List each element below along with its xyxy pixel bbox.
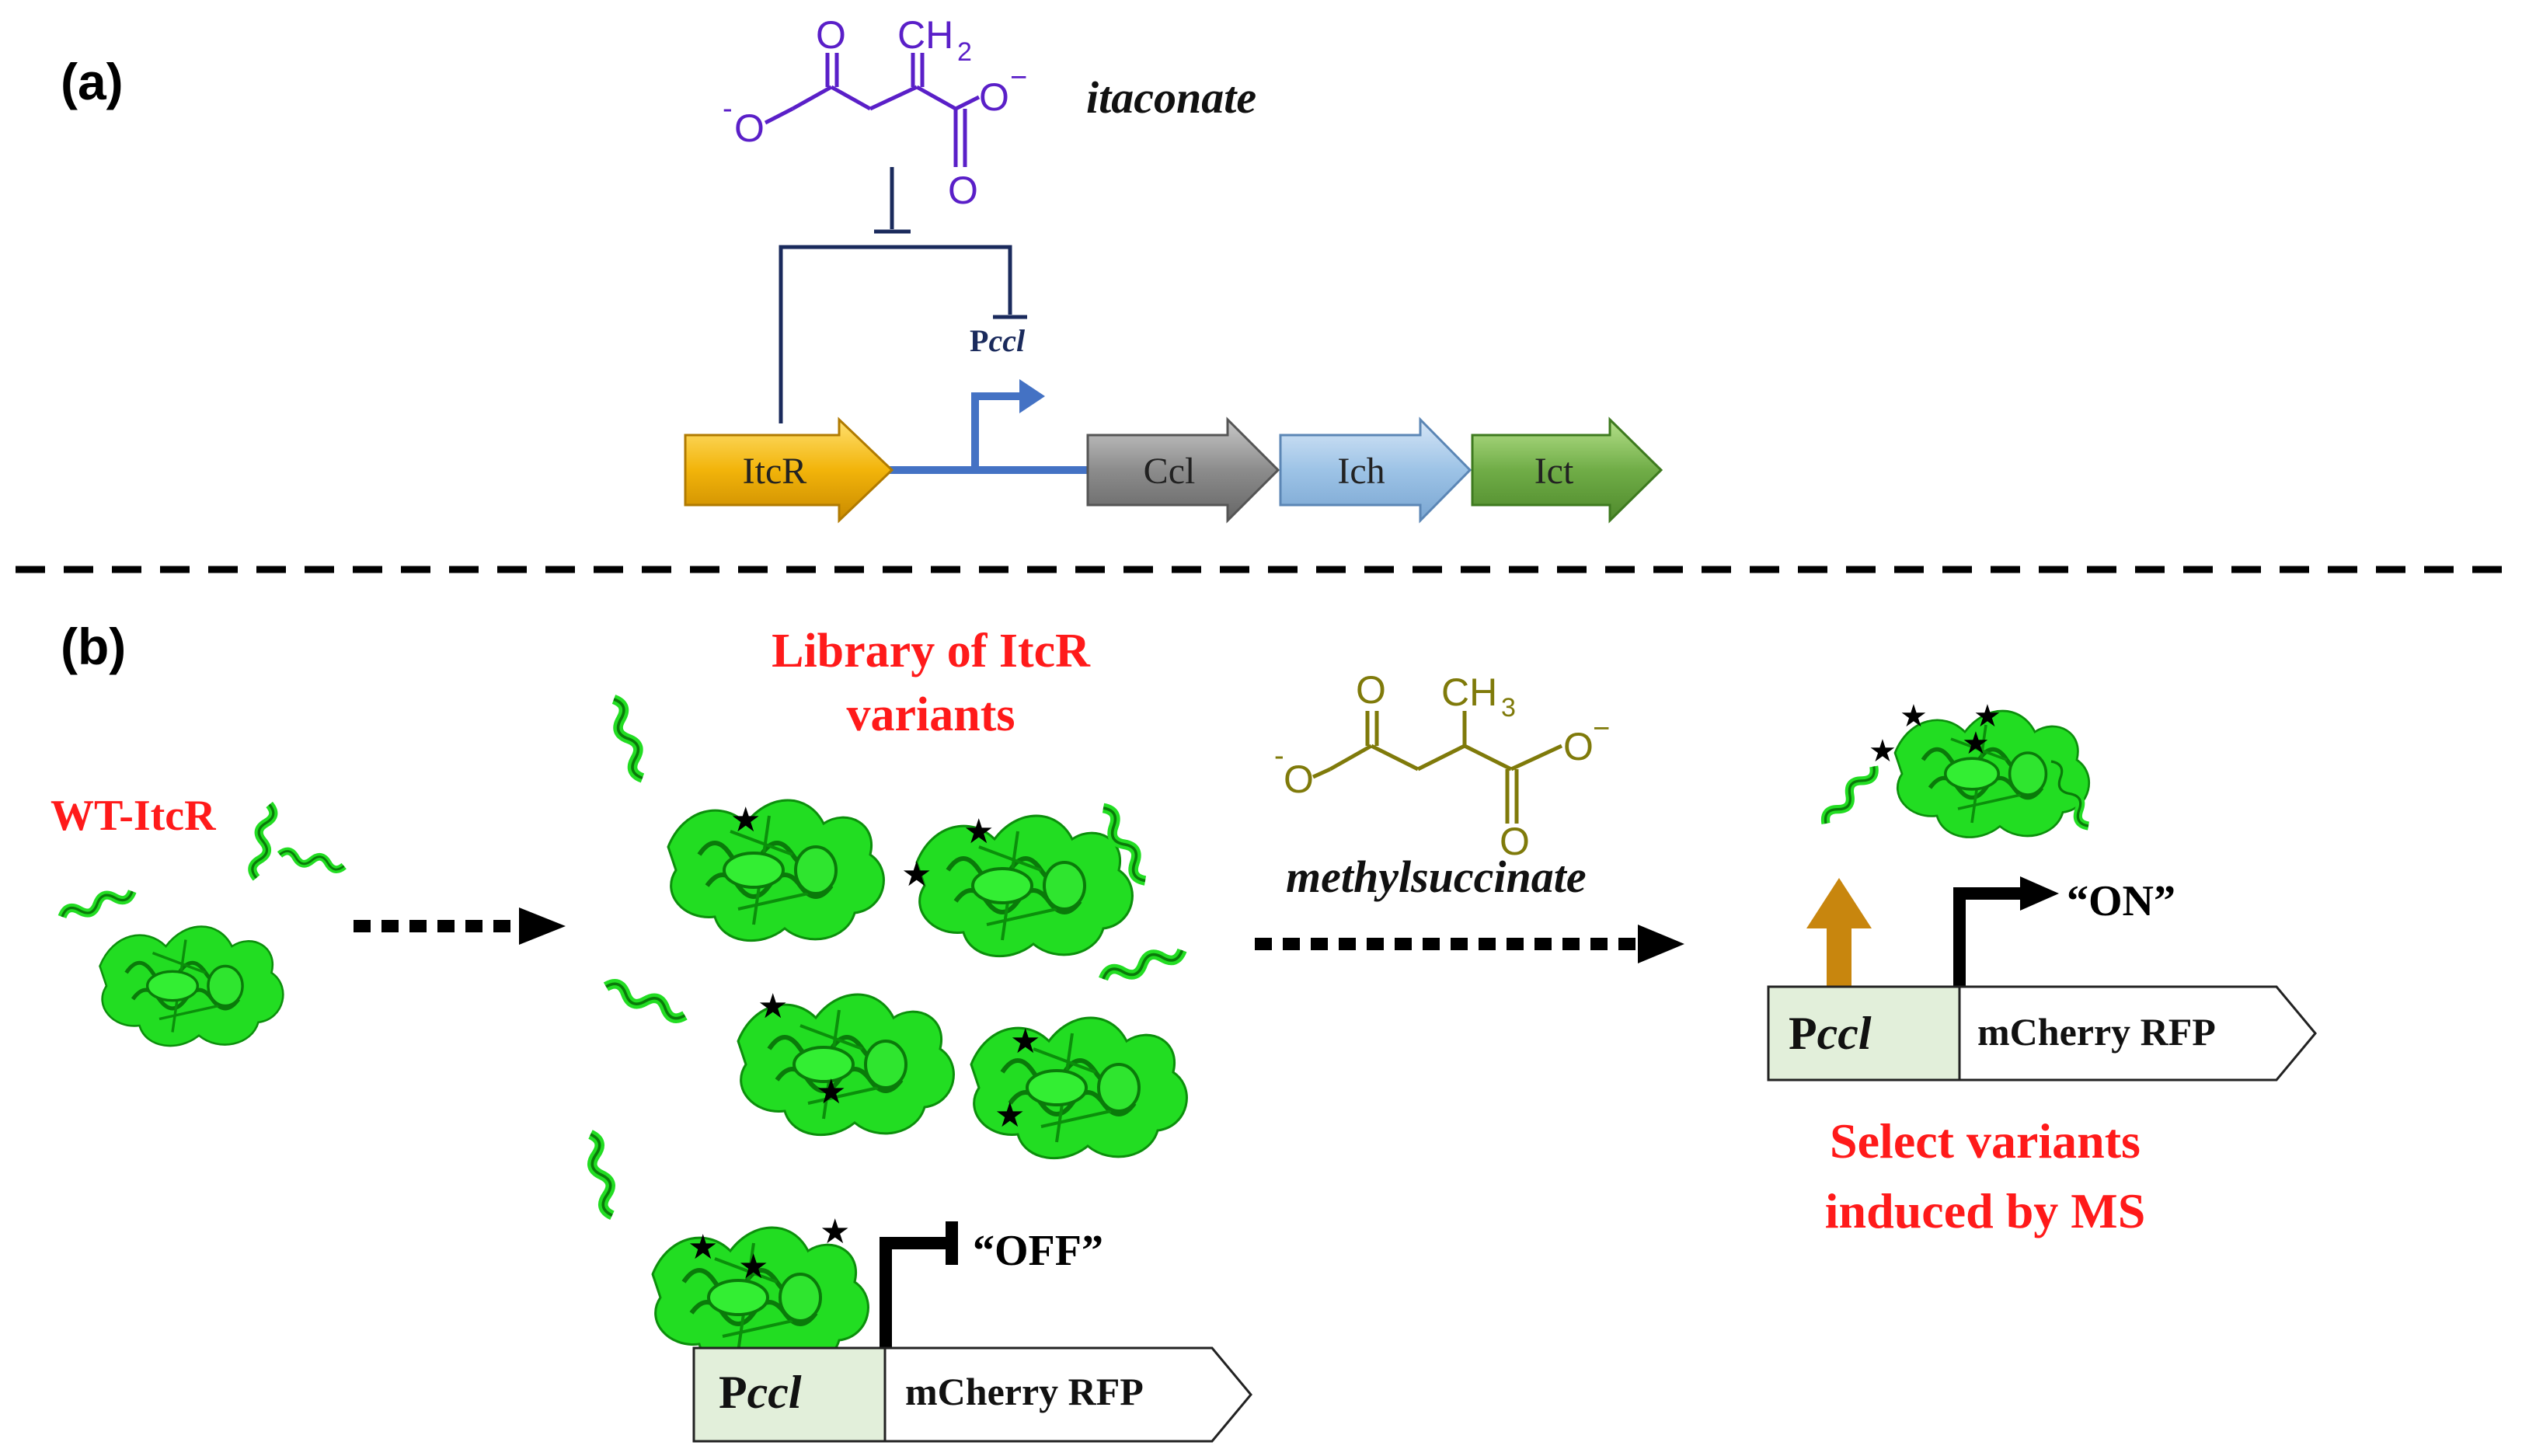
construct-off-reporter: mCherry RFP [905,1370,1144,1413]
gene-ich-label: Ich [1337,451,1385,492]
selected-variant: ★ ★ ★ ★ [1821,698,2093,838]
mutation-star: ★ [1973,698,2001,733]
itaconate-ch2: CH [897,13,953,57]
variant-3: ★★ [604,981,953,1134]
itaconate-o-top: O [816,13,846,57]
variant-5: ★ ★ ★ [584,1133,868,1368]
library-title-line1: Library of ItcR [772,625,1091,677]
itaconate-o-right: O [979,75,1009,119]
on-promoter-arrow [1953,887,2024,1002]
gene-ich: Ich [1279,416,1472,524]
methylsuccinate-name: methylsuccinate [1286,852,1587,902]
off-promoter-arrow [880,1221,958,1348]
panel-a-label: (a) [61,53,124,110]
methylsuccinate-o-bottom: O [1500,820,1530,863]
mutation-star: ★ [1962,726,1990,761]
methylsuccinate-ch3-sub: 3 [1501,693,1516,723]
gene-ict-label: Ict [1534,451,1574,492]
gene-itcr: ItcR [684,416,894,524]
variant-2: ★★ [901,805,1151,956]
methylsuccinate-minus-left: - [1274,740,1284,772]
methylsuccinate-o-left: O [1284,758,1314,801]
select-line1: Select variants [1830,1113,2141,1169]
library-title-line2: variants [847,688,1015,741]
promoter-arrow-a [886,392,1088,474]
promoter-label-a: Pccl [970,323,1026,358]
itaconate-o-bottom: O [948,169,978,212]
off-label: “OFF” [973,1227,1103,1275]
construct-on-promoter: Pccl [1789,1008,1872,1059]
variant-4: ★★ [971,944,1186,1158]
repression-wiring [779,167,1027,423]
mutation-star: ★ [758,988,788,1026]
methylsuccinate-minus-right: − [1593,712,1610,745]
itaconate-o-left: O [734,106,765,150]
methylsuccinate-o-top: O [1356,668,1386,712]
dotted-arrow-2-head [1638,925,1684,963]
on-label: “ON” [2067,877,2175,925]
variant-1: ★ [608,697,883,940]
mutation-star: ★ [1900,698,1928,733]
wt-itcr-label: WT-ItcR [51,792,216,840]
construct-off-promoter: Pccl [719,1367,802,1418]
panel-b-label: (b) [61,618,126,675]
construct-on-reporter: mCherry RFP [1977,1010,2216,1054]
itaconate-structure [764,53,981,167]
mutation-star: ★ [1010,1022,1040,1061]
library-variants: ★ ★★ ★★ ★★ ★★★ [584,697,1186,1367]
methylsuccinate-o-right: O [1563,725,1594,768]
methylsuccinate-ch3: CH [1441,671,1497,714]
dotted-arrow-1-head [519,907,566,945]
itaconate-ch2-sub: 2 [957,37,972,67]
construct-off: Pccl mCherry RFP [692,1346,1252,1443]
mutation-star: ★ [816,1073,846,1111]
mutation-star: ★ [730,801,761,839]
select-line2: induced by MS [1825,1183,2146,1238]
gene-itcr-label: ItcR [743,451,807,492]
mutation-star: ★ [901,855,932,893]
induction-arrow [1806,878,1872,1001]
mutation-star: ★ [738,1248,768,1286]
gene-ccl: Ccl [1086,416,1280,524]
construct-on: Pccl mCherry RFP [1767,985,2317,1082]
mutation-star: ★ [995,1096,1025,1134]
mutation-star: ★ [688,1228,718,1266]
mutation-star: ★ [820,1213,850,1251]
itaconate-minus-left: - [723,92,733,125]
mutation-star: ★ [963,813,994,851]
itaconate-name: itaconate [1086,72,1256,123]
on-arrow-head [2020,876,2059,911]
itaconate-minus-right: − [1010,61,1027,94]
methylsuccinate-structure [1312,711,1563,824]
gene-ccl-label: Ccl [1144,451,1196,492]
mutation-star: ★ [1869,733,1897,768]
promoter-arrow-head [1019,379,1045,413]
gene-ict: Ict [1471,416,1663,524]
